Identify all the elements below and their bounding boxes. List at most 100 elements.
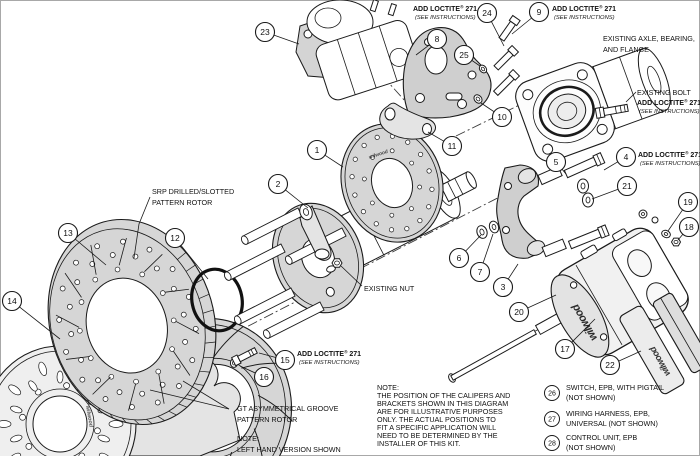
existing-bolt: [594, 103, 629, 119]
callout-leader: [490, 21, 505, 47]
hat-hole: [352, 192, 358, 198]
caliper-bracket: [496, 164, 546, 259]
hat-hole: [404, 226, 410, 232]
epb-item-label: CONTROL UNIT, EPB: [566, 433, 637, 442]
callout-leader: [471, 60, 481, 67]
drill-hole: [169, 266, 176, 272]
callout-5: [545, 151, 567, 173]
drill-hole: [68, 331, 75, 337]
callout-number: 12: [170, 233, 180, 243]
rotor-hat: wilwood: [340, 123, 444, 243]
note-line: ONLY. THE ACTUAL POSITIONS TO: [377, 415, 496, 424]
callout-number: 26: [548, 391, 556, 398]
label-leader: [340, 265, 363, 287]
loctite-note-title: ADD LOCTITE® 271: [637, 98, 700, 108]
part-label: PATTERN ROTOR: [237, 415, 297, 424]
callout-number: 18: [684, 222, 694, 232]
axle-flange-assembly: [515, 47, 671, 162]
vent-tick: [178, 403, 188, 408]
drill-hole: [73, 259, 79, 266]
hat-hole: [352, 156, 358, 162]
drill-hole: [59, 285, 66, 292]
hat-bolt-hole: [114, 266, 121, 273]
rotor-slot: [118, 237, 127, 266]
callout-number: 21: [622, 181, 632, 191]
callout-number: 23: [260, 27, 270, 37]
washers-6-7: [476, 220, 500, 239]
wheel-stud: [262, 301, 325, 339]
callout-27: [544, 411, 560, 427]
wheel-stud: [233, 287, 296, 325]
loctite-note-title: ADD LOCTITE® 271: [552, 4, 616, 14]
callout-15: [274, 349, 296, 371]
nut-18: [670, 237, 682, 247]
rotor-slots: [55, 237, 200, 411]
fastener-cluster-top: [473, 14, 521, 104]
callout-12: [164, 227, 186, 249]
callout-leader: [324, 154, 344, 168]
callout-leader: [239, 365, 256, 374]
vent-tick: [187, 394, 197, 398]
callout-number: 7: [478, 267, 483, 277]
callout-number: 22: [605, 360, 615, 370]
vent-tick: [198, 293, 210, 299]
rotor-slot: [175, 320, 200, 334]
callout-19: [677, 191, 699, 213]
vent-tick: [60, 363, 62, 366]
callout-leader: [603, 161, 619, 171]
drill-hole: [154, 399, 161, 406]
callout-leader: [258, 352, 276, 358]
drill-hole: [174, 363, 181, 370]
rotor-drill-holes: [56, 238, 199, 410]
hat-hole: [362, 176, 367, 182]
callout-number: 6: [457, 253, 462, 263]
callout-20: [508, 301, 530, 323]
bolt-hole: [25, 443, 33, 450]
loctite-note-title: ADD LOCTITE® 271: [638, 150, 700, 160]
slot-hole: [108, 420, 124, 428]
drill-hole: [66, 303, 73, 310]
note-line: ARE FOR ILLUSTRATIVE PURPOSES: [377, 407, 503, 416]
vent-tick: [134, 419, 140, 425]
wheel-stud: [223, 243, 286, 281]
bolt-15-16: [229, 347, 258, 368]
drill-hole: [109, 252, 116, 258]
rotor-slot: [128, 383, 137, 411]
hat-hole: [417, 184, 422, 190]
part-label: SRP DRILLED/SLOTTED: [152, 187, 234, 196]
hat-hole: [405, 139, 411, 145]
rotor-slot: [65, 356, 90, 360]
callout-1: [306, 139, 328, 161]
rotor-slot: [64, 272, 82, 298]
vent-tick: [205, 341, 216, 344]
hat-hole: [370, 155, 375, 160]
callout-number: 17: [560, 344, 570, 354]
callout-leader: [180, 245, 209, 280]
callout-leader: [667, 209, 683, 232]
part-label: LEFT HAND VERSION SHOWN: [237, 445, 341, 454]
hat-hole: [418, 151, 424, 157]
callout-leader: [677, 233, 684, 241]
callout-leader: [285, 189, 309, 209]
hat-bolt-hole: [92, 276, 99, 283]
existing-nut: [326, 258, 343, 273]
callout-3: [492, 276, 514, 298]
callout-leader: [415, 44, 430, 56]
callout-2: [267, 173, 289, 195]
note-line: NOTE:: [377, 383, 399, 392]
hat-bolt-hole: [160, 290, 166, 296]
callout-number: 8: [435, 34, 440, 44]
callout-number: 10: [497, 112, 507, 122]
srp-rotor: [47, 218, 217, 426]
slot-hole: [10, 405, 23, 414]
callout-number: 11: [448, 141, 457, 151]
hat-bolt-hole: [108, 373, 115, 380]
caliper-fittings: [638, 209, 659, 224]
front-rotor-logo: wilwood: [84, 405, 94, 428]
callout-number: 24: [482, 8, 492, 18]
callout-number: 20: [514, 307, 524, 317]
washer-19: [661, 229, 671, 239]
hat-hole: [389, 148, 395, 154]
hat-hole: [360, 209, 366, 215]
callout-13: [57, 222, 79, 244]
